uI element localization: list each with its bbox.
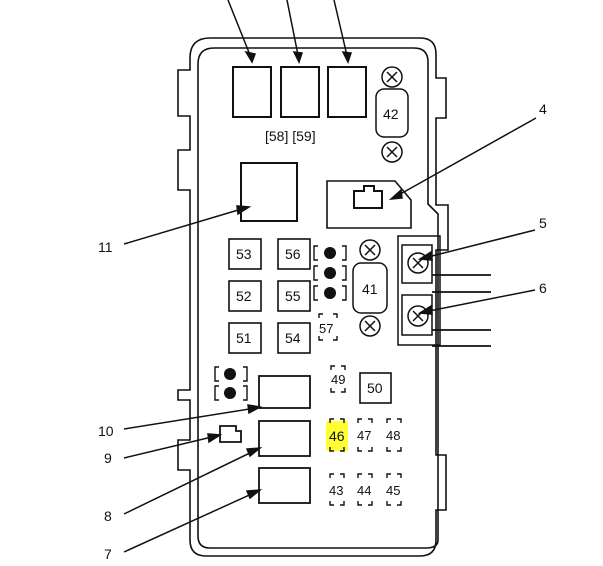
fuse-49-label: 49 (331, 372, 345, 387)
fuse-56 (277, 238, 311, 270)
spare-fuse-dots-left (214, 366, 248, 401)
fuse-44-slot (357, 473, 373, 506)
fuse-57-label: 57 (319, 321, 333, 336)
connector-4 (326, 180, 412, 229)
component-9 (219, 425, 242, 443)
callout-11: 11 (98, 239, 113, 255)
top-fuse-right (327, 66, 367, 118)
relay-bracket-label: [58] [59] (265, 128, 316, 144)
top-leader-lines (227, 0, 353, 64)
fuse-52-label: 52 (236, 288, 252, 304)
terminal-frame (397, 235, 441, 346)
callout-leaders (123, 117, 537, 553)
fuse-55 (277, 280, 311, 312)
callout-10: 10 (98, 423, 114, 439)
callout-5: 5 (539, 215, 547, 231)
fuse-56-label: 56 (285, 246, 301, 262)
fuse-50-label: 50 (367, 380, 383, 396)
fuse-54-label: 54 (285, 330, 301, 346)
fuse-48-label: 48 (386, 428, 400, 443)
fuse-51 (228, 322, 262, 354)
fuse-53-label: 53 (236, 246, 252, 262)
fuse-43-slot (329, 473, 345, 506)
spare-fuse-dots-upper (313, 245, 347, 301)
callout-7: 7 (104, 546, 112, 562)
fuse-47-slot (357, 418, 373, 452)
fuse-48-slot (386, 418, 402, 452)
callout-9: 9 (104, 450, 112, 466)
fuse-42-assembly (375, 66, 409, 163)
callout-4: 4 (539, 101, 547, 117)
fuse-41-label: 41 (362, 281, 378, 297)
fuse-43-label: 43 (329, 483, 343, 498)
fuse-45-label: 45 (386, 483, 400, 498)
fuse-53 (228, 238, 262, 270)
fuse-51-label: 51 (236, 330, 252, 346)
fuse-46-label: 46 (329, 428, 345, 444)
fuse-55-label: 55 (285, 288, 301, 304)
fuse-46-highlight (326, 421, 348, 451)
top-fuse-left (232, 66, 272, 118)
callout-6: 6 (539, 280, 547, 296)
terminal-6 (401, 294, 491, 347)
fuse-49-slot (330, 365, 346, 393)
relay-8 (258, 420, 311, 457)
relay-11 (240, 162, 298, 222)
fuse-54 (277, 322, 311, 354)
fuse-57-slot (318, 313, 338, 341)
callout-8: 8 (104, 508, 112, 524)
fuse-44-label: 44 (357, 483, 371, 498)
fuse-46-slot (329, 418, 345, 452)
fuse-50 (359, 372, 392, 404)
fuse-47-label: 47 (357, 428, 371, 443)
fuse-52 (228, 280, 262, 312)
fuse-42-label: 42 (383, 106, 399, 122)
fuse-box-housing (177, 37, 449, 557)
relay-10 (258, 375, 311, 409)
relay-7 (258, 467, 311, 504)
fuse-41-assembly (352, 239, 388, 337)
fuse-45-slot (386, 473, 402, 506)
top-fuse-middle (280, 66, 320, 118)
